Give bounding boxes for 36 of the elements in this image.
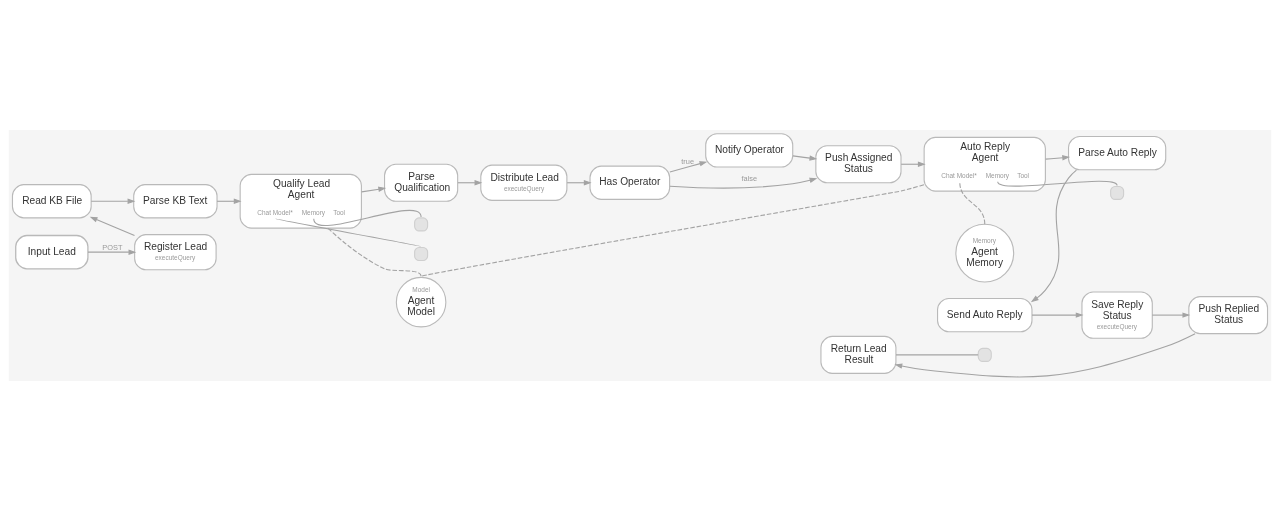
node-box: Return Lead Result: [820, 335, 897, 374]
connector: [313, 209, 422, 226]
node-box: [977, 347, 992, 362]
edge-label: false: [741, 173, 758, 183]
arrow: [87, 248, 137, 255]
node-box: Read KB File: [11, 183, 92, 218]
connector: [997, 180, 1118, 187]
edge-label: POST: [102, 242, 123, 252]
arrow: [1030, 169, 1077, 302]
arrow: [669, 177, 818, 189]
connector: [275, 217, 422, 247]
arrow: [89, 216, 136, 236]
node-box: Send Auto Reply: [937, 297, 1033, 332]
node-box: Push Replied Status: [1188, 295, 1269, 334]
node-box: [1110, 185, 1125, 200]
node-box: [414, 246, 429, 261]
node-box: Parse KB Text: [133, 183, 218, 218]
node-box: Input Lead: [15, 234, 89, 269]
arrow: [361, 186, 387, 192]
arrow: [792, 154, 818, 161]
connector: [959, 180, 986, 225]
node-box: Notify Operator: [705, 132, 794, 168]
arrow: [1151, 311, 1191, 318]
edge-label: true: [681, 156, 695, 166]
node-box: Parse Auto Reply: [1067, 135, 1167, 170]
node-box: Push Assigned Status: [815, 144, 902, 183]
arrow: [669, 160, 708, 173]
node-box: Has Operator: [589, 165, 671, 200]
node-box: Parse Qualification: [384, 163, 459, 202]
connector: [895, 353, 979, 355]
arrow: [90, 198, 136, 204]
arrow: [894, 332, 1196, 377]
connector: [327, 227, 422, 277]
arrow: [1031, 311, 1084, 318]
node-box: [414, 216, 429, 231]
arrow: [1045, 154, 1071, 160]
